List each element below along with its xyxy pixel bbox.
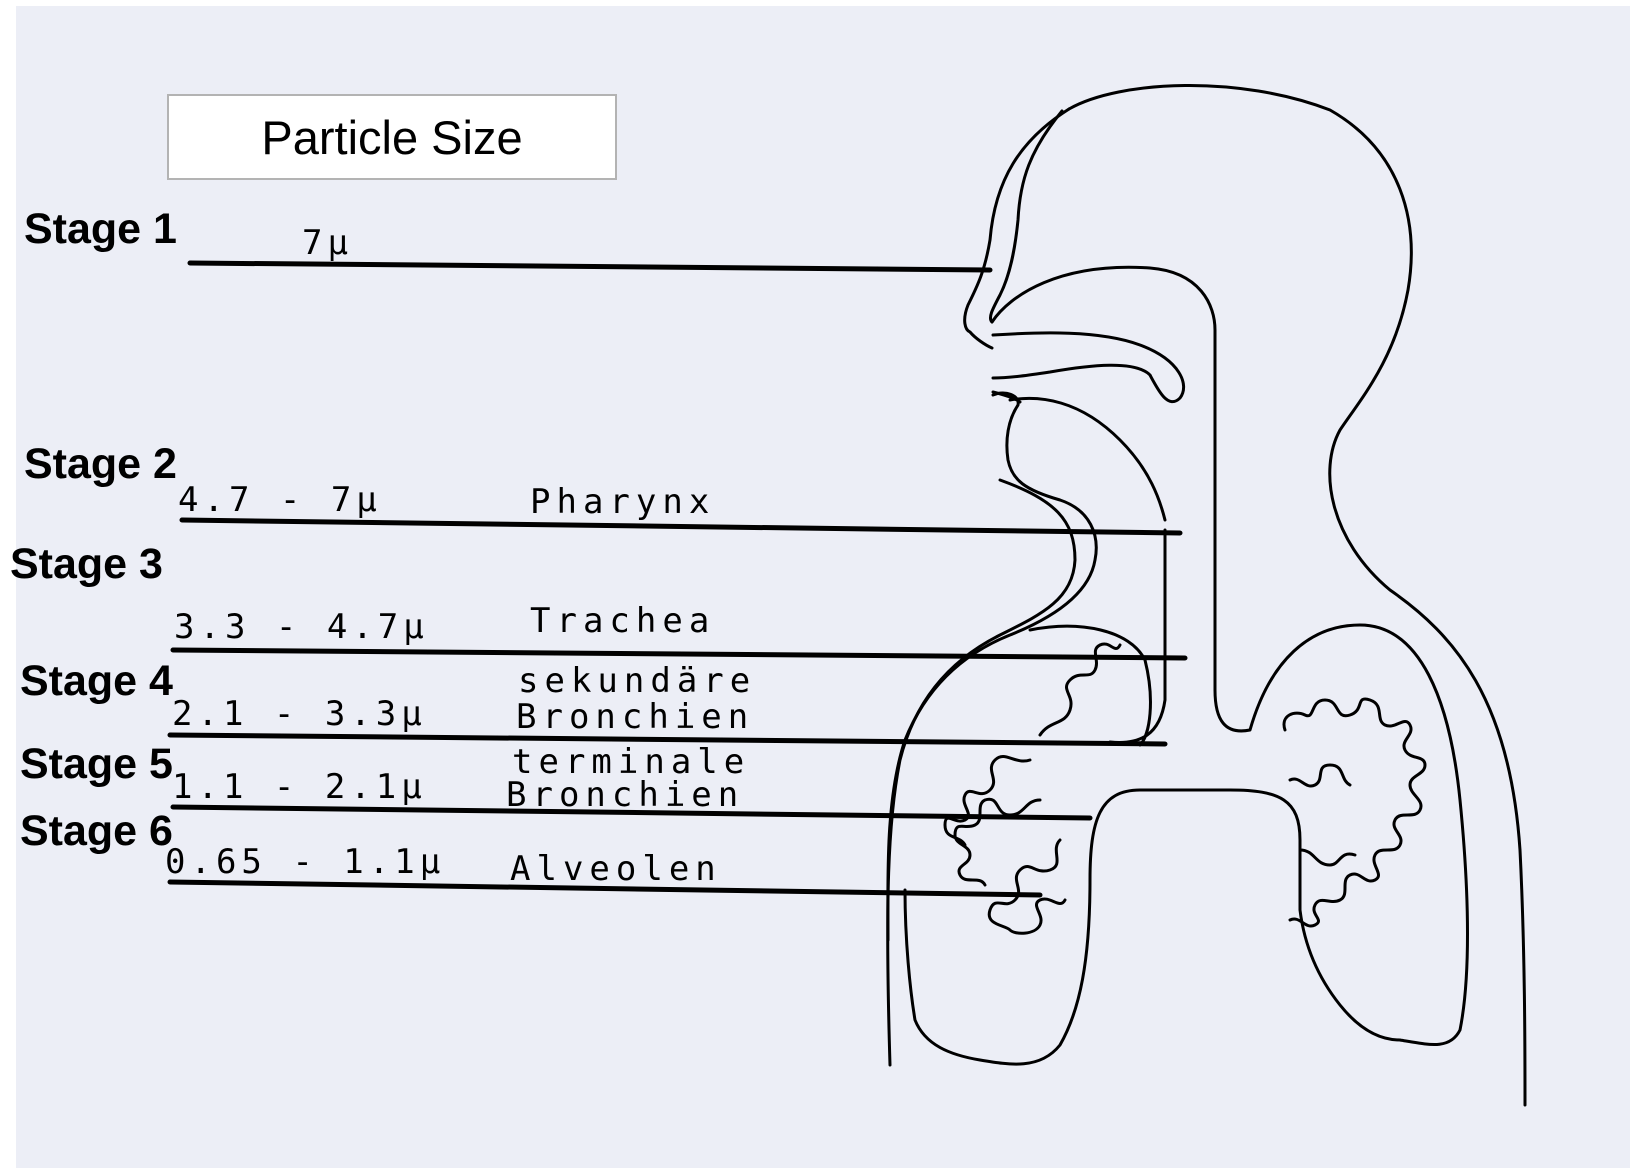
palate: [993, 333, 1184, 402]
stage-6-size: 0.65 - 1.1µ: [165, 845, 445, 879]
pointer-line-stage-1: [190, 263, 990, 270]
stage-5-organ-line1: terminale: [512, 745, 750, 779]
head-outline: [1069, 85, 1525, 1105]
stage-6-label: Stage 6: [20, 810, 173, 853]
stage-1-label: Stage 1: [24, 208, 177, 251]
stage-4-organ: Bronchien: [516, 700, 754, 734]
title-text: Particle Size: [261, 110, 522, 165]
stage-3-size: 3.3 - 4.7µ: [174, 610, 429, 644]
pointer-line-stage-3: [173, 650, 1185, 658]
stage-6-organ: Alveolen: [510, 852, 722, 886]
pharynx-back: [1010, 398, 1165, 520]
left-alveoli: [945, 644, 1120, 933]
stage-5-label: Stage 5: [20, 743, 173, 786]
stage-2-organ: Pharynx: [530, 485, 715, 519]
chin-outline: [888, 393, 1096, 940]
stage-4-label: Stage 4: [20, 660, 173, 703]
right-alveoli: [1284, 699, 1425, 926]
body-right-outline: [905, 625, 1468, 1064]
stage-2-size: 4.7 - 7µ: [178, 483, 382, 517]
particle-size-title-box: Particle Size: [167, 94, 617, 180]
stage-3-organ: Trachea: [530, 604, 715, 638]
stage-4-size: 2.1 - 3.3µ: [172, 697, 427, 731]
trachea-front: [888, 480, 1075, 1065]
stage-3-label: Stage 3: [10, 543, 163, 586]
stage-5-size: 1.1 - 2.1µ: [172, 770, 427, 804]
stage-2-label: Stage 2: [24, 443, 177, 486]
stage-1-size: 7µ: [302, 226, 353, 260]
stage-5-organ: Bronchien: [506, 778, 744, 812]
stage-4-organ-line1: sekundäre: [518, 664, 756, 698]
nasal-cavity: [992, 267, 1215, 690]
